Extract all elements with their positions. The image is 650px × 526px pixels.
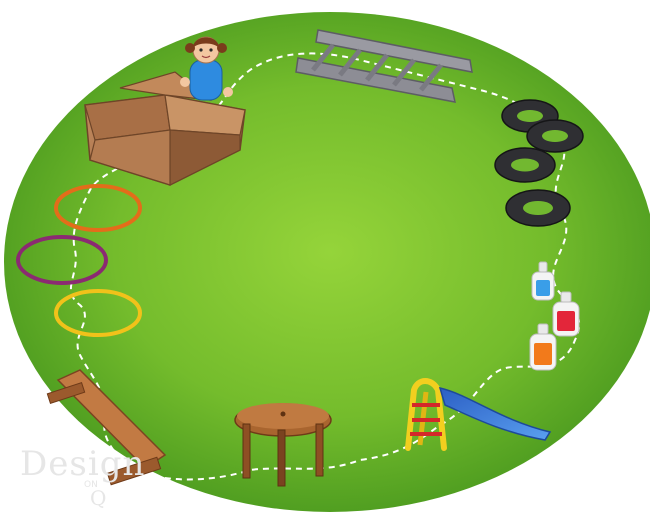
hula-hoop-orange xyxy=(54,184,142,232)
bottle-blue xyxy=(531,261,555,301)
lawn xyxy=(4,12,650,512)
bottle-orange xyxy=(529,323,557,371)
balance-beam xyxy=(46,369,167,486)
stool xyxy=(234,403,332,487)
hula-hoop-yellow xyxy=(54,289,142,337)
cardboard-box xyxy=(84,71,246,186)
ladder xyxy=(295,29,473,103)
slide xyxy=(405,378,552,451)
bottle-red xyxy=(552,291,580,337)
dashed-path xyxy=(69,52,581,481)
girl xyxy=(180,36,233,101)
tire-stack xyxy=(494,99,584,227)
hula-hoop-purple xyxy=(16,235,108,285)
